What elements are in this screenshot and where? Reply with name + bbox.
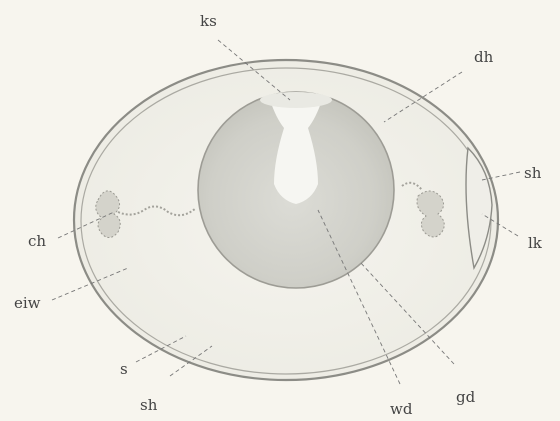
label-wd: wd bbox=[390, 400, 413, 418]
label-sh-bottom: sh bbox=[140, 396, 158, 414]
label-eiw: eiw bbox=[14, 294, 41, 312]
label-s: s bbox=[120, 360, 128, 378]
label-lk: lk bbox=[528, 234, 543, 252]
label-sh-right: sh bbox=[524, 164, 542, 182]
label-ch: ch bbox=[28, 232, 46, 250]
germinal-disc bbox=[260, 92, 332, 108]
label-gd: gd bbox=[456, 388, 476, 406]
label-dh: dh bbox=[474, 48, 494, 66]
label-ks: ks bbox=[200, 12, 217, 30]
